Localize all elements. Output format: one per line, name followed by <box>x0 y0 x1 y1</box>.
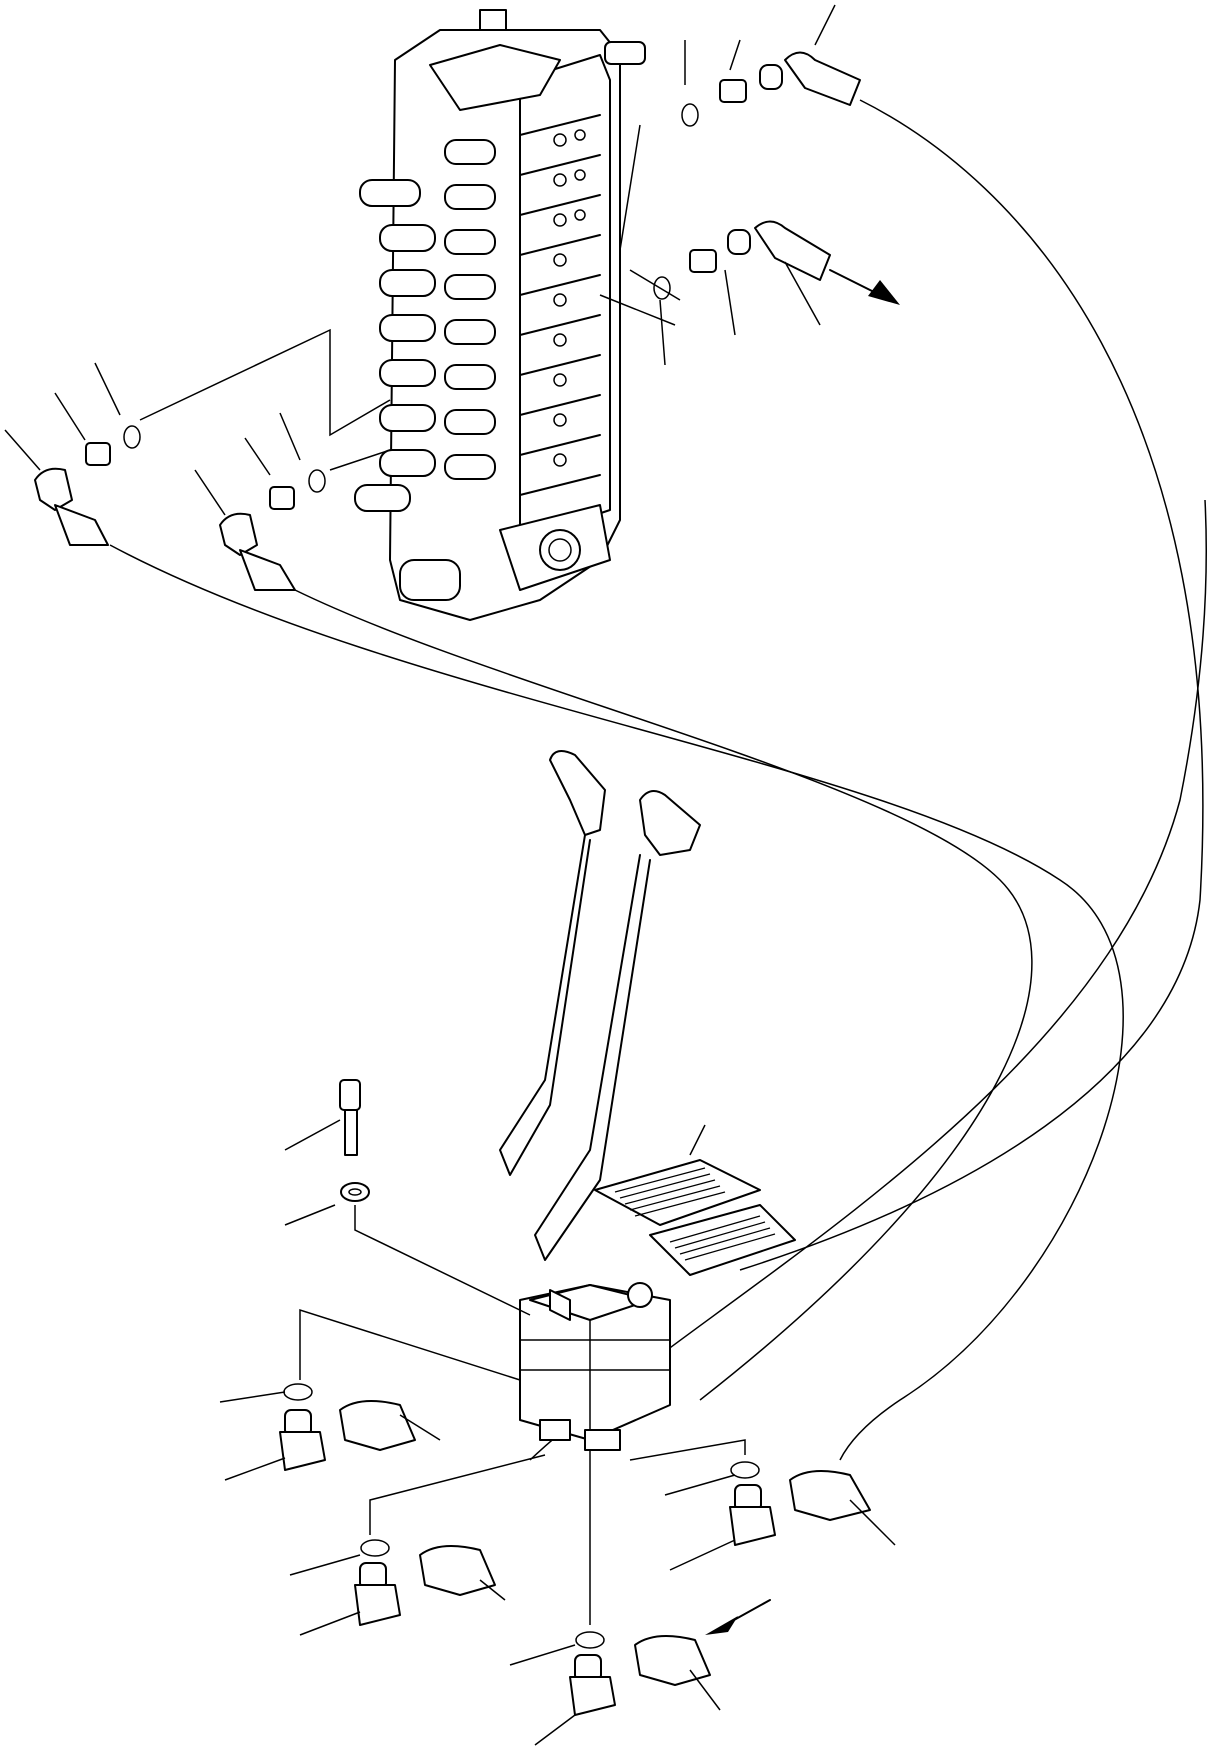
top-right-fittings <box>599 4 861 366</box>
control-valve-stack <box>354 9 646 621</box>
washer <box>284 1182 531 1316</box>
pilot-valve-body <box>519 1282 671 1451</box>
flow-in-arrow <box>705 1599 771 1635</box>
mounting-bolt <box>284 1079 361 1156</box>
travel-control-lever-left <box>499 750 606 1176</box>
flow-out-arrow <box>829 269 900 305</box>
lower-right-fittings <box>629 1439 896 1571</box>
lower-bottom-fittings <box>509 1450 721 1746</box>
lower-center-fittings <box>289 1454 546 1636</box>
travel-pedal-pair <box>594 1124 796 1276</box>
pilot-hoses <box>109 99 1208 1461</box>
lower-left-fittings <box>219 1308 521 1481</box>
left-fittings <box>4 328 391 591</box>
travel-control-lever-right <box>534 790 701 1261</box>
